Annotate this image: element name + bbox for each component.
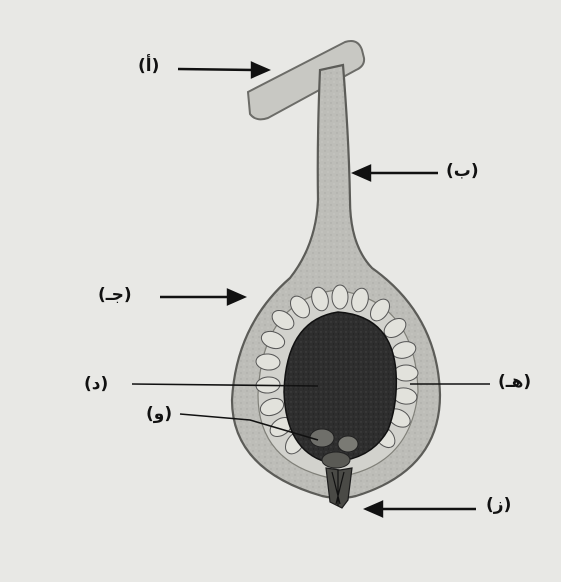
label-a: (أ) xyxy=(138,58,159,75)
label-b: (ب) xyxy=(446,163,479,180)
label-e: (هـ) xyxy=(498,374,531,391)
label-d: (د) xyxy=(84,376,108,393)
label-f: (و) xyxy=(146,406,172,423)
label-c: (جـ) xyxy=(98,287,132,304)
label-g: (ز) xyxy=(486,497,511,514)
